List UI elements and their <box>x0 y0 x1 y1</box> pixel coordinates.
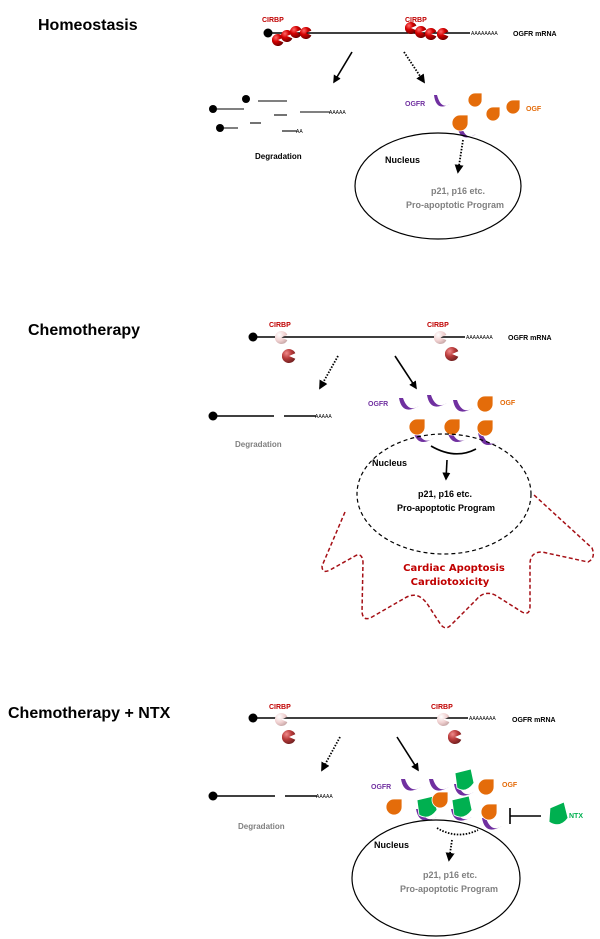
outcome-line2: Cardiotoxicity <box>411 577 490 588</box>
ogf-label: OGF <box>526 106 542 113</box>
ogf-ligand-icon <box>477 778 495 796</box>
ogfr-mrna: AAAAAAAA OGFR mRNA <box>248 332 552 342</box>
cirbp-protein-icon <box>425 28 437 40</box>
ogfr-label: OGFR <box>371 784 391 791</box>
cirbp-label-right: CIRBP <box>405 17 427 24</box>
ogfr-receptor-icon <box>399 398 419 410</box>
ogfr-label: OGFR <box>368 401 388 408</box>
outcome-line1: Cardiac Apoptosis <box>403 563 505 574</box>
signal-arrow-weak <box>445 839 455 862</box>
cirbp-released-icon <box>445 347 459 361</box>
poly-a-tail: AAAAAAAA <box>466 335 493 341</box>
cirbp-label-right: CIRBP <box>431 704 453 711</box>
program-line1: p21, p16 etc. <box>418 489 472 499</box>
ogf-ligand-icon <box>485 106 501 122</box>
panel-title: Homeostasis <box>38 17 138 34</box>
degradation-label: Degradation <box>255 152 302 161</box>
cirbp-protein-icon <box>405 22 417 34</box>
degradation-fragments: AAAAA <box>208 411 332 421</box>
ntx-antagonist-icon <box>548 801 569 826</box>
fragment-poly-a: AAAAA <box>329 110 346 116</box>
cirbp-released-icon <box>448 730 462 744</box>
degradation-arrow-strong <box>333 51 353 84</box>
fragment-poly-a: AAAAA <box>316 794 333 800</box>
ogfr-mrna: AAAAAAAA OGFR mRNA <box>248 713 556 724</box>
cirbp-protein-icon <box>415 26 427 38</box>
program-line2: Pro-apoptotic Program <box>397 503 495 513</box>
degradation-fragments: AAAAA <box>208 791 333 801</box>
cirbp-label-left: CIRBP <box>269 704 291 711</box>
ogf-ligand-icon <box>467 92 483 108</box>
program-line1: p21, p16 etc. <box>431 186 485 196</box>
ogf-label: OGF <box>502 782 518 789</box>
poly-a-tail: AAAAAAAA <box>471 31 498 37</box>
panel-chemotherapy: Chemotherapy AAAAAAAA OGFR mRNA CIRBP CI… <box>28 322 595 629</box>
mrna-label: OGFR mRNA <box>513 31 557 38</box>
mrna-label: OGFR mRNA <box>508 335 552 342</box>
signal-arrow-weak <box>454 139 464 174</box>
cirbp-cluster-right <box>405 22 449 40</box>
panel-title: Chemotherapy <box>28 322 140 339</box>
cirbp-cluster-left <box>272 26 312 46</box>
signal-arrow-strong <box>442 459 451 481</box>
ogfr-label: OGFR <box>405 101 425 108</box>
cirbp-faded-icon <box>275 713 288 726</box>
nucleus-label: Nucleus <box>385 155 420 165</box>
degradation-arrow-weak <box>321 736 341 772</box>
ogfr-receptor-icon <box>427 395 447 407</box>
ogfr-receptor-icon <box>401 779 421 791</box>
ogf-label: OGF <box>500 400 516 407</box>
ogf-ligand-icon <box>505 99 521 115</box>
degradation-label: Degradation <box>235 440 282 449</box>
nucleus <box>351 819 521 937</box>
degradation-arrow-weak <box>319 355 339 390</box>
cirbp-label-left: CIRBP <box>262 17 284 24</box>
ntx-label: NTX <box>569 813 583 820</box>
panel-homeostasis: Homeostasis AAAAAAAA OGFR mRNA CIRBP CIR… <box>38 17 557 240</box>
cirbp-label-right: CIRBP <box>427 322 449 329</box>
degradation-label: Degradation <box>238 822 285 831</box>
translation-arrow-weak <box>403 51 425 84</box>
nucleus-label: Nucleus <box>374 840 409 850</box>
ogf-ligand-icon <box>476 419 494 437</box>
poly-a-tail: AAAAAAAA <box>469 716 496 722</box>
ogf-ligand-icon <box>408 418 426 436</box>
fragment-poly-a: AAAAA <box>315 414 332 420</box>
nucleus <box>354 132 522 240</box>
program-line1: p21, p16 etc. <box>423 870 477 880</box>
cardiomyocyte-outline <box>321 494 595 629</box>
ogf-ligand-icon <box>431 791 449 809</box>
degradation-fragments: AAAAA AA <box>209 95 346 135</box>
program-line2: Pro-apoptotic Program <box>406 200 504 210</box>
translation-arrow-strong <box>394 355 417 390</box>
ogf-ligand-icon <box>480 803 498 821</box>
ogf-ligand-icon <box>443 418 461 436</box>
ntx-antagonist-icon <box>451 795 473 818</box>
translation-arrow-strong <box>396 736 419 772</box>
cirbp-faded-icon <box>437 713 450 726</box>
signal-convergence-bracket-weak <box>436 827 479 836</box>
cirbp-released-icon <box>282 349 296 363</box>
signal-convergence-bracket <box>430 445 477 455</box>
panel-chemotherapy-ntx: Chemotherapy + NTX AAAAAAAA OGFR mRNA CI… <box>8 704 583 937</box>
mrna-label: OGFR mRNA <box>512 717 556 724</box>
program-line2: Pro-apoptotic Program <box>400 884 498 894</box>
ogf-ligand-icon <box>385 798 403 816</box>
cirbp-label-left: CIRBP <box>269 322 291 329</box>
nucleus-label: Nucleus <box>372 458 407 468</box>
cirbp-released-icon <box>282 730 296 744</box>
ogf-ligand-icon <box>476 395 494 413</box>
nucleus <box>356 433 532 555</box>
panel-title: Chemotherapy + NTX <box>8 705 171 722</box>
cirbp-protein-icon <box>437 28 449 40</box>
ogfr-receptor-icon <box>434 95 450 107</box>
ogfr-receptor-icon <box>453 400 473 412</box>
ntx-antagonist-icon <box>454 768 475 791</box>
ogf-ligand-icon <box>451 114 469 132</box>
cirbp-protein-icon <box>290 26 302 38</box>
fragment-poly-a: AA <box>296 129 303 135</box>
ogfr-receptor-icon <box>429 779 449 791</box>
ogfr-receptor-icon <box>482 818 502 830</box>
